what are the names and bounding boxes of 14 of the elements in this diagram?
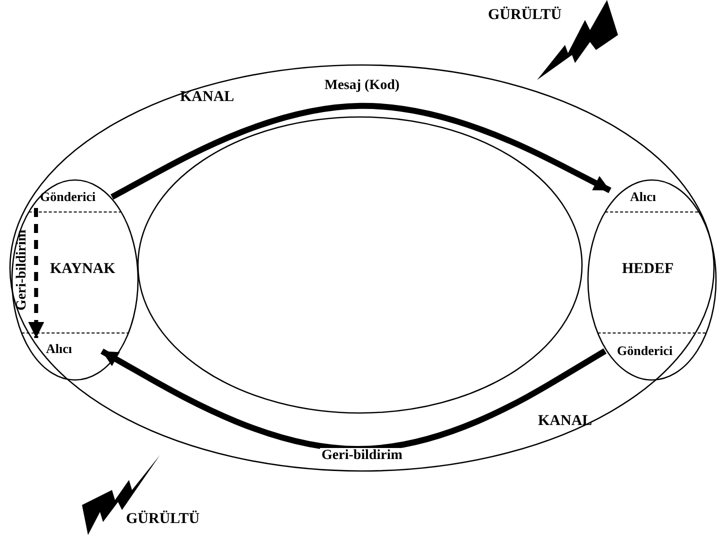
channel-label: KANAL — [538, 414, 592, 429]
channel-label: KANAL — [180, 90, 234, 105]
noise-label: GÜRÜLTÜ — [126, 512, 200, 527]
section-label: Alıcı — [32, 338, 102, 360]
section-label: Alıcı — [610, 186, 690, 208]
noise-label: GÜRÜLTÜ — [488, 8, 562, 23]
section-label: Gönderici — [605, 340, 700, 362]
edge-label: Mesaj (Kod) — [322, 78, 402, 94]
arrow — [110, 102, 612, 200]
section-label: Gönderici — [32, 186, 112, 208]
dashed-arrow — [28, 208, 44, 338]
entity-name: KAYNAK — [50, 262, 116, 277]
entity-name: HEDEF — [622, 262, 674, 277]
edge-label: Geri-bildirim — [14, 228, 30, 312]
